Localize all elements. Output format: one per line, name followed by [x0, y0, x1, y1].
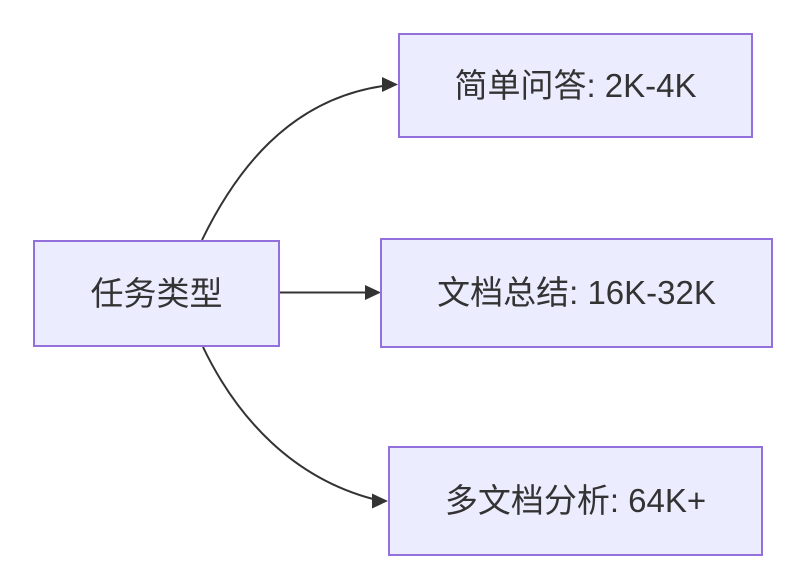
- node-task-type: 任务类型: [33, 240, 280, 347]
- arrowhead-simple-qa: [382, 77, 398, 92]
- edge-root-to-multi-doc: [202, 346, 374, 500]
- node-doc-summary-label: 文档总结: 16K-32K: [437, 274, 716, 312]
- edge-root-to-simple-qa: [201, 85, 384, 241]
- node-task-type-label: 任务类型: [90, 274, 223, 312]
- node-doc-summary: 文档总结: 16K-32K: [380, 238, 773, 348]
- node-simple-qa-label: 简单问答: 2K-4K: [454, 66, 697, 104]
- node-simple-qa: 简单问答: 2K-4K: [398, 33, 753, 138]
- arrowhead-doc-summary: [365, 285, 381, 300]
- arrowhead-multi-doc: [372, 493, 388, 509]
- node-multi-doc: 多文档分析: 64K+: [388, 446, 763, 556]
- node-multi-doc-label: 多文档分析: 64K+: [444, 482, 707, 520]
